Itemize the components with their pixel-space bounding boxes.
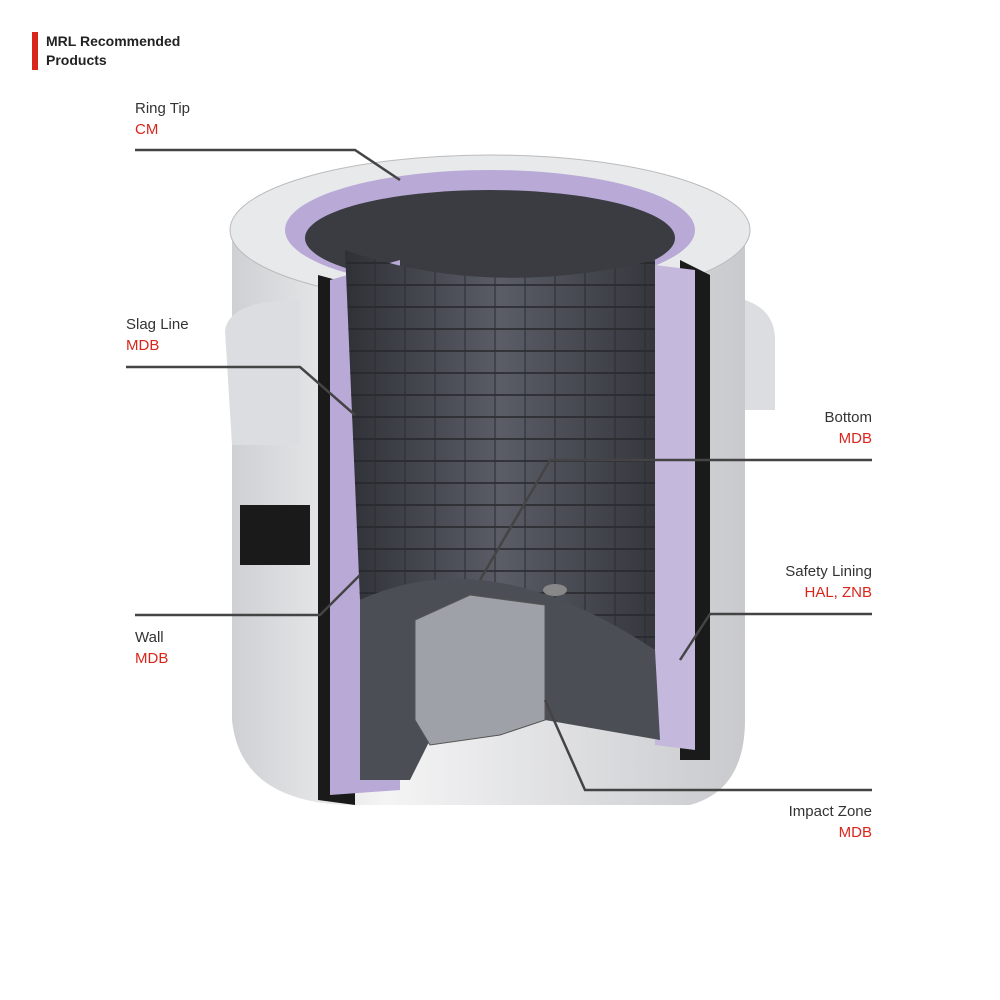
leader-lines — [126, 148, 872, 792]
callout-ring-tip: Ring Tip CM — [135, 98, 190, 140]
callout-wall: Wall MDB — [135, 627, 168, 669]
leader-ring-tip — [135, 148, 401, 182]
leader-slag-line — [126, 365, 356, 416]
callout-product: MDB — [838, 430, 872, 447]
leader-impact-zone — [543, 699, 872, 792]
callout-name: Impact Zone — [788, 803, 872, 820]
callout-safety-lining: Safety Lining HAL, ZNB — [785, 561, 872, 603]
leader-safety-lining — [678, 612, 872, 661]
callout-name: Bottom — [824, 409, 872, 426]
callout-bottom: Bottom MDB — [824, 407, 872, 449]
leader-wall — [135, 574, 361, 617]
callout-name: Safety Lining — [785, 563, 872, 580]
callout-product: MDB — [838, 824, 872, 841]
leader-bottom — [478, 458, 872, 581]
callout-impact-zone: Impact Zone MDB — [789, 801, 872, 843]
callout-product: MDB — [126, 337, 160, 354]
callout-product: MDB — [135, 650, 169, 667]
callout-name: Wall — [135, 629, 164, 646]
callout-name: Slag Line — [126, 316, 189, 333]
callout-product: CM — [135, 121, 159, 138]
lining-cutaway — [318, 250, 710, 805]
callout-product: HAL, ZNB — [804, 584, 872, 601]
header-title: MRL Recommended Products — [32, 32, 216, 70]
callout-slag-line: Slag Line MDB — [126, 314, 189, 356]
callout-name: Ring Tip — [135, 100, 191, 117]
